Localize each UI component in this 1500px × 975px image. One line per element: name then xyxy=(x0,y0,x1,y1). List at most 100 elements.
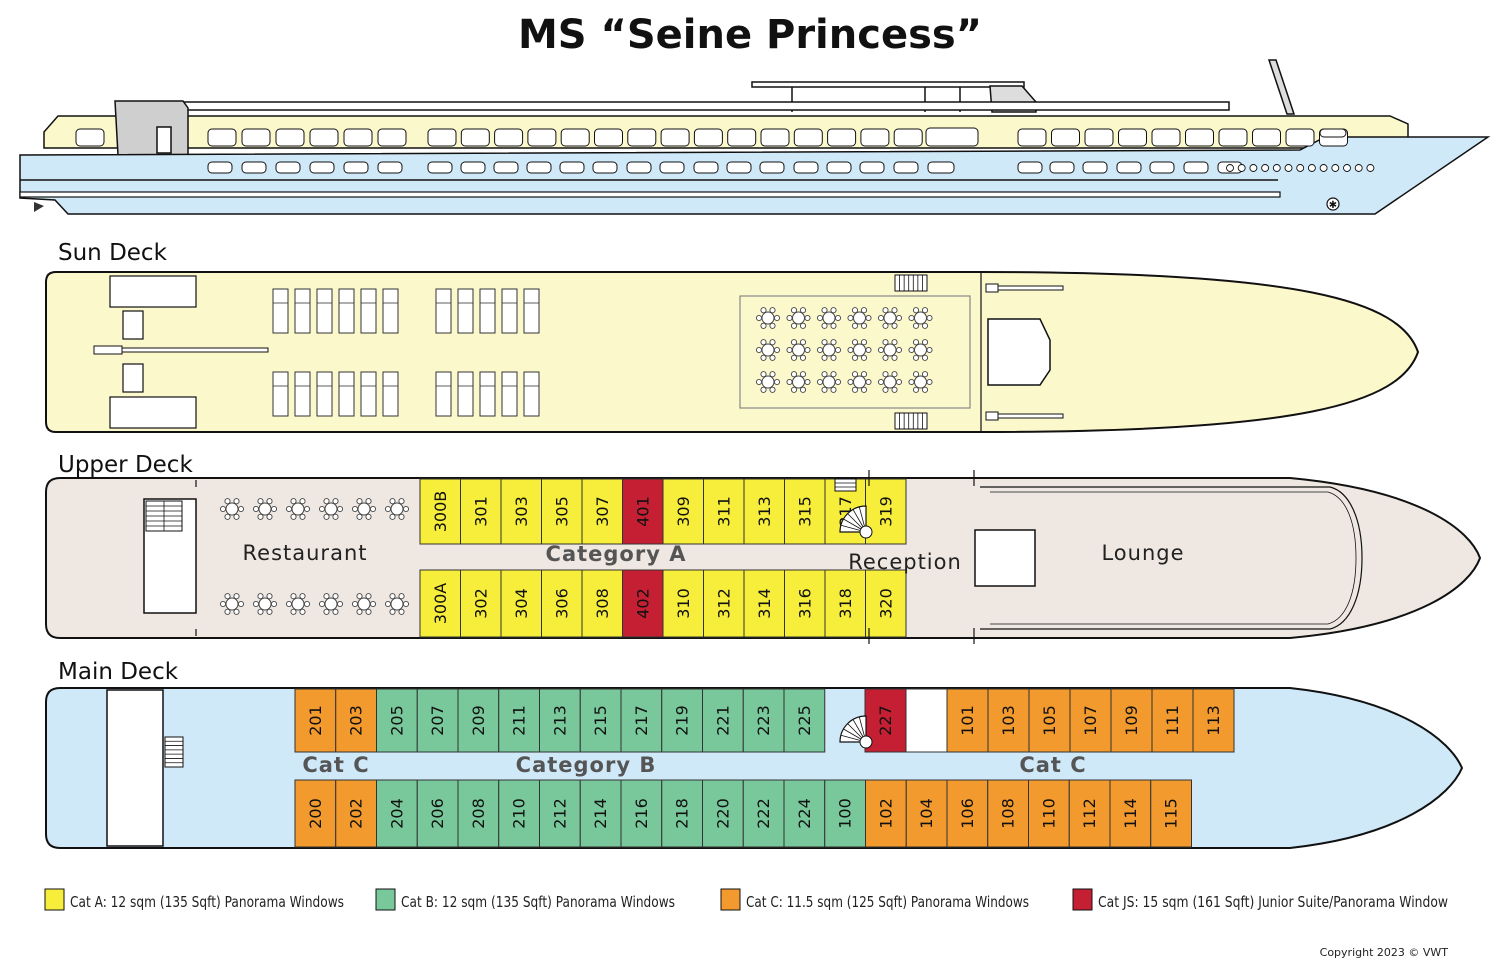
porthole xyxy=(1249,164,1258,172)
cabin-number: 110 xyxy=(1039,798,1058,829)
sun-lounger xyxy=(523,371,540,417)
cabin-number: 109 xyxy=(1122,705,1141,736)
cabin-109: 109 xyxy=(1110,688,1153,753)
porthole xyxy=(927,161,955,174)
stairs-icon xyxy=(145,500,183,532)
table-icon xyxy=(786,339,811,361)
porthole xyxy=(1116,161,1142,174)
cabin-114: 114 xyxy=(1109,779,1152,848)
cabin-203: 203 xyxy=(335,688,377,753)
legend-label: Cat B: 12 sqm (135 Sqft) Panorama Window… xyxy=(401,893,675,911)
sun-lounger xyxy=(382,371,399,417)
cabin-number: 300A xyxy=(431,583,450,625)
legend: Cat A: 12 sqm (135 Sqft) Panorama Window… xyxy=(44,888,1448,911)
porthole xyxy=(427,128,457,147)
cabin-box xyxy=(742,779,785,848)
cabin-312: 312 xyxy=(703,569,745,638)
cabin-number: 202 xyxy=(347,798,366,829)
funnel-block xyxy=(114,100,189,156)
cabin-102: 102 xyxy=(865,779,907,848)
porthole xyxy=(893,161,919,174)
cabin-box xyxy=(824,569,866,638)
cabin-310: 310 xyxy=(662,569,704,638)
upper-deck-outline xyxy=(45,477,1482,639)
porthole xyxy=(1319,128,1347,138)
cabin-box xyxy=(824,779,866,848)
cabin-box xyxy=(662,478,704,545)
cabin-box xyxy=(865,569,907,638)
cabin-304: 304 xyxy=(500,569,542,638)
cabin-number: 213 xyxy=(550,705,569,736)
cabin-box xyxy=(419,478,461,545)
porthole xyxy=(1084,128,1114,147)
cabin-number: 113 xyxy=(1204,705,1223,736)
table-icon xyxy=(847,371,872,393)
legend-item: Cat A: 12 sqm (135 Sqft) Panorama Window… xyxy=(44,888,344,911)
porthole xyxy=(493,161,519,174)
cabin-box xyxy=(541,569,583,638)
cabin-box xyxy=(581,569,623,638)
cabin-number: 212 xyxy=(550,798,569,829)
cabin-box xyxy=(622,569,664,638)
cabin-221: 221 xyxy=(702,688,744,753)
cabin-300A: 300A xyxy=(419,569,461,638)
table-icon xyxy=(318,593,344,615)
table-icon xyxy=(816,371,842,393)
cabin-number: 308 xyxy=(593,588,612,619)
cabin-number: 222 xyxy=(754,798,773,829)
legend-swatch xyxy=(1072,888,1093,911)
cabin-box xyxy=(1110,688,1153,753)
porthole xyxy=(860,128,890,147)
cabin-number: 305 xyxy=(552,496,571,527)
cabin-box xyxy=(784,478,826,545)
cabin-box xyxy=(579,688,622,753)
cabin-number: 225 xyxy=(795,705,814,736)
porthole xyxy=(460,128,490,147)
cabin-224: 224 xyxy=(783,779,826,848)
cabin-number: 402 xyxy=(633,588,652,619)
porthole xyxy=(1226,164,1234,172)
porthole xyxy=(1331,164,1340,172)
porthole xyxy=(594,128,623,147)
table-icon xyxy=(252,593,278,615)
cabin-201: 201 xyxy=(294,688,337,753)
table-icon xyxy=(816,339,842,361)
table-icon xyxy=(908,307,933,329)
porthole xyxy=(427,161,453,174)
cabin-number: 302 xyxy=(471,588,490,619)
legend-item: Cat B: 12 sqm (135 Sqft) Panorama Window… xyxy=(375,888,675,911)
table-icon xyxy=(847,339,872,361)
spiral-staircase-icon xyxy=(839,715,873,749)
cabin-box xyxy=(1109,779,1152,848)
cabin-225: 225 xyxy=(783,688,826,753)
porthole xyxy=(527,128,557,147)
porthole xyxy=(207,128,237,147)
cabin-box xyxy=(1069,688,1112,753)
cabin-215: 215 xyxy=(579,688,622,753)
cabin-302: 302 xyxy=(460,569,502,638)
cabin-206: 206 xyxy=(416,779,459,848)
porthole xyxy=(1049,161,1075,174)
sun-lounger xyxy=(501,371,518,417)
cabin-box xyxy=(987,779,1029,848)
cabin-214: 214 xyxy=(579,779,622,848)
cabin-320: 320 xyxy=(865,569,907,638)
cabin-209: 209 xyxy=(457,688,500,753)
cabin-105: 105 xyxy=(1028,688,1071,753)
cabin-307: 307 xyxy=(581,478,623,545)
porthole xyxy=(1017,128,1047,147)
cabin-number: 100 xyxy=(836,798,855,829)
cabin-box xyxy=(1192,688,1235,753)
ship-profile: ✱ xyxy=(19,59,1491,215)
cabin-218: 218 xyxy=(661,779,703,848)
cabin-number: 104 xyxy=(917,798,936,829)
porthole xyxy=(893,128,923,147)
cabin-219: 219 xyxy=(661,688,703,753)
sun-lounger xyxy=(294,371,311,417)
porthole xyxy=(309,161,335,174)
cabin-number: 206 xyxy=(428,798,447,829)
svg-text:✱: ✱ xyxy=(1329,200,1337,211)
porthole xyxy=(1296,164,1305,172)
